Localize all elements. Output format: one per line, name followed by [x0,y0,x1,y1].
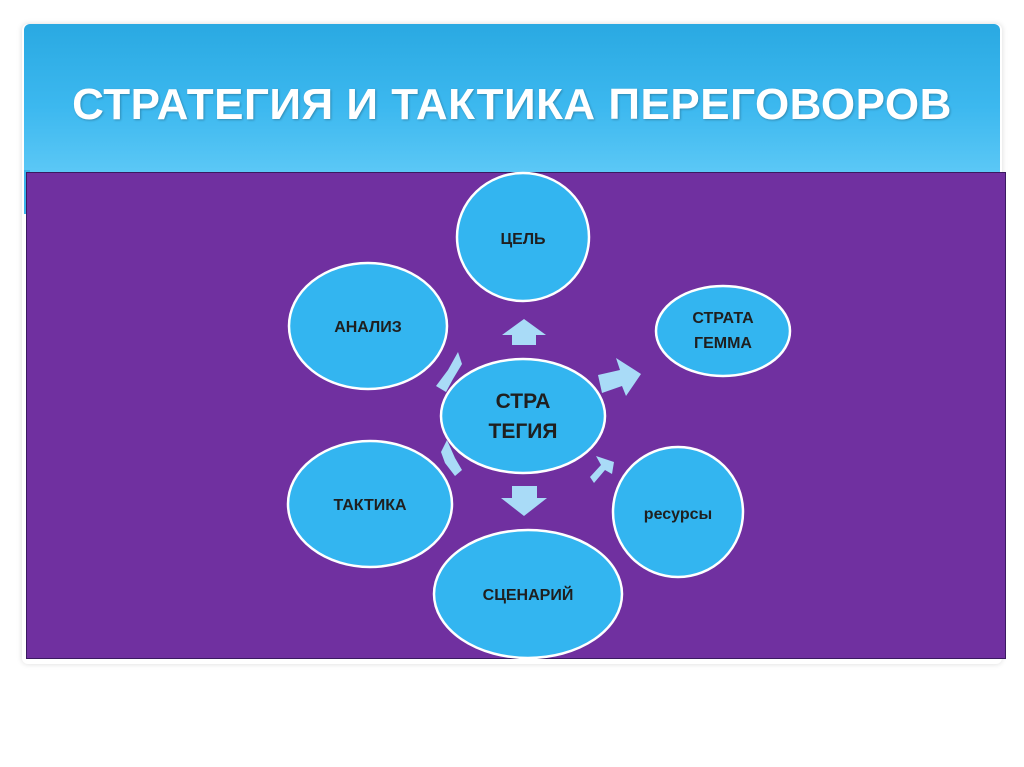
node-tactics-label: ТАКТИКА [333,497,407,514]
arrow-to-resources [590,456,614,483]
node-center-label-1: СТРА [496,390,551,413]
node-center-label-2: ТЕГИЯ [489,420,558,443]
node-stratagem-label-1: СТРАТА [692,310,754,327]
arrow-to-scenario [501,486,547,516]
arrow-to-analysis [436,352,462,392]
node-tactics: ТАКТИКА [286,439,454,569]
arrow-to-stratagem [598,358,641,396]
node-goal-label: ЦЕЛЬ [500,231,545,248]
node-scenario-label: СЦЕНАРИЙ [483,585,574,604]
title-bar [24,24,1000,174]
node-stratagem: СТРАТА ГЕММА [654,284,792,378]
node-analysis: АНАЛИЗ [287,261,449,391]
arrow-to-goal [502,319,546,345]
arrow-to-tactics [441,440,462,476]
node-analysis-label: АНАЛИЗ [334,319,402,336]
node-scenario: СЦЕНАРИЙ [432,528,624,660]
node-center-strategy: СТРА ТЕГИЯ [439,357,607,475]
slide-title: СТРАТЕГИЯ И ТАКТИКА ПЕРЕГОВОРОВ [72,80,952,129]
node-resources: ресурсы [611,445,745,579]
node-resources-label: ресурсы [644,506,712,523]
node-stratagem-label-2: ГЕММА [694,335,752,352]
node-goal: ЦЕЛЬ [455,171,591,303]
